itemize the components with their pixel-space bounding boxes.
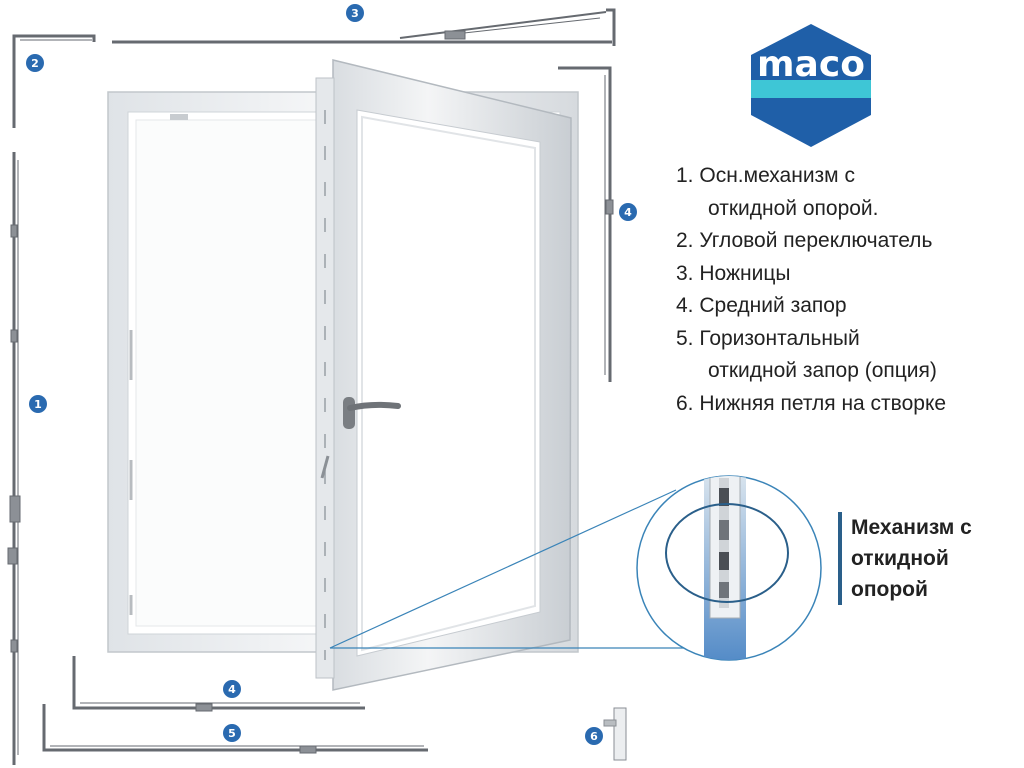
legend-item-2: 2. Угловой переключатель: [676, 225, 1016, 258]
legend-item-text: Осн.механизм с: [699, 164, 855, 187]
legend-item-text: Горизонтальный: [699, 326, 860, 350]
main-mechanism-hardware: [7, 152, 21, 765]
legend-item-6: 6. Нижняя петля на створке: [676, 388, 1016, 421]
badge-4-bottom-label: 4: [228, 683, 236, 696]
badge-1-label: 1: [34, 398, 42, 411]
bottom-hinge-hardware: [603, 707, 627, 761]
legend-item-3: 3. Ножницы: [676, 258, 1016, 291]
badge-6: 6: [585, 727, 603, 745]
callout-line-3: опорой: [851, 578, 928, 601]
legend-item-number: 6.: [676, 391, 694, 415]
badge-5: 5: [223, 724, 241, 742]
badge-2-label: 2: [31, 57, 39, 70]
window-handle: [343, 397, 401, 429]
legend-item-text-continued: откидной запор (опция): [708, 359, 937, 382]
middle-lock-hardware-horizontal: [72, 656, 365, 712]
legend-item-text: Нижняя петля на створке: [699, 391, 947, 415]
callout-line-1: Механизм с: [851, 516, 972, 539]
logo-text: maco: [757, 44, 865, 85]
tilt-lock-hardware: [42, 704, 428, 754]
legend-item-5: 5. Горизонтальный откидной запор (опция): [676, 323, 1016, 388]
legend-item-number: 5.: [676, 326, 694, 350]
badge-3-label: 3: [351, 7, 359, 20]
open-sash: [315, 59, 572, 691]
callout-line-2: откидной: [851, 547, 949, 570]
corner-drive-hardware: [12, 34, 96, 128]
legend-item-text: Средний запор: [699, 294, 847, 317]
legend-item-text: Угловой переключатель: [699, 229, 933, 252]
badge-5-label: 5: [228, 727, 236, 740]
legend-item-number: 4.: [676, 294, 694, 317]
legend-item-number: 3.: [676, 261, 694, 285]
legend-item-text-continued: откидной опорой.: [708, 196, 879, 220]
legend-item-1: 1. Осн.механизм с откидной опорой.: [676, 160, 1016, 225]
legend-item-number: 2.: [676, 229, 694, 252]
scissors-stay-hardware: [112, 8, 616, 46]
legend-item-number: 1.: [676, 164, 694, 187]
badge-3: 3: [346, 4, 364, 22]
middle-lock-hardware-vertical: [558, 66, 614, 382]
legend-item-text: Ножницы: [699, 261, 791, 285]
maco-logo: maco: [751, 24, 871, 147]
parts-legend: 1. Осн.механизм с откидной опорой. 2. Уг…: [676, 160, 1016, 420]
badge-4-bottom: 4: [223, 680, 241, 698]
badge-6-label: 6: [590, 730, 598, 743]
legend-item-4: 4. Средний запор: [676, 290, 1016, 323]
callout-pointer-lines: [329, 489, 716, 649]
mechanism-callout: Механизм с откидной опорой: [838, 512, 1021, 605]
badge-4-top: 4: [619, 203, 637, 221]
zoom-circle: [636, 475, 822, 661]
badge-4-top-label: 4: [624, 206, 632, 219]
badge-2: 2: [26, 54, 44, 72]
badge-1: 1: [29, 395, 47, 413]
